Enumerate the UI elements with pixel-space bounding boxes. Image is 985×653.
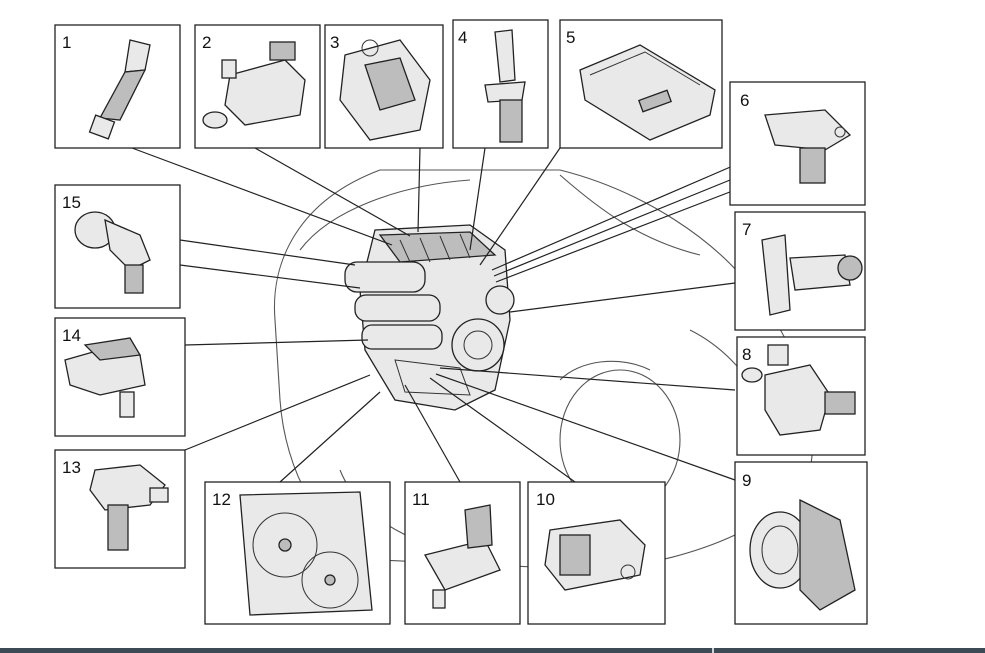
- callout-14-manifold-pressure-sensor: 14: [54, 317, 186, 437]
- callout-10-crankshaft-position-sensor: 10: [527, 481, 666, 625]
- callout-number: 9: [742, 471, 751, 490]
- callout-number: 14: [62, 326, 81, 345]
- callout-8-coolant-valve: 8: [736, 336, 866, 456]
- callout-number: 4: [458, 28, 467, 47]
- callout-number: 1: [62, 33, 71, 52]
- callout-number: 10: [536, 490, 555, 509]
- callout-6-camshaft-position-sensor: 6: [729, 81, 866, 206]
- callout-7-mass-air-flow-sensor: 7: [734, 211, 866, 331]
- callout-number: 3: [330, 33, 339, 52]
- bottom-toolbar-strip: [0, 648, 985, 653]
- callout-number: 15: [62, 193, 81, 212]
- callout-4-oil-control-valve: 4: [452, 19, 549, 149]
- callout-12-cooling-fan-assembly: 12: [204, 481, 391, 625]
- callout-5-engine-control-module: 5: [559, 19, 723, 149]
- callout-number: 5: [566, 28, 575, 47]
- engine-block: [344, 224, 515, 411]
- callout-number: 6: [740, 91, 749, 110]
- callout-15-knock-sensor: 15: [54, 184, 181, 309]
- callout-number: 12: [212, 490, 231, 509]
- callout-2-solenoid-valve: 2: [194, 24, 321, 149]
- callout-1-fuel-injector: 1: [54, 24, 181, 149]
- callout-9-throttle-body: 9: [734, 461, 868, 625]
- callout-number: 13: [62, 458, 81, 477]
- callout-number: 2: [202, 33, 211, 52]
- callout-3-ignition-coil: 3: [324, 24, 444, 149]
- callout-11-pressure-sensor: 11: [404, 481, 521, 625]
- callout-number: 8: [742, 345, 751, 364]
- callout-number: 7: [742, 220, 751, 239]
- callout-number: 11: [412, 490, 430, 509]
- callout-13-oil-level-sensor: 13: [54, 449, 186, 569]
- leader-lines: [131, 147, 736, 483]
- bottom-toolbar-divider: [712, 648, 714, 653]
